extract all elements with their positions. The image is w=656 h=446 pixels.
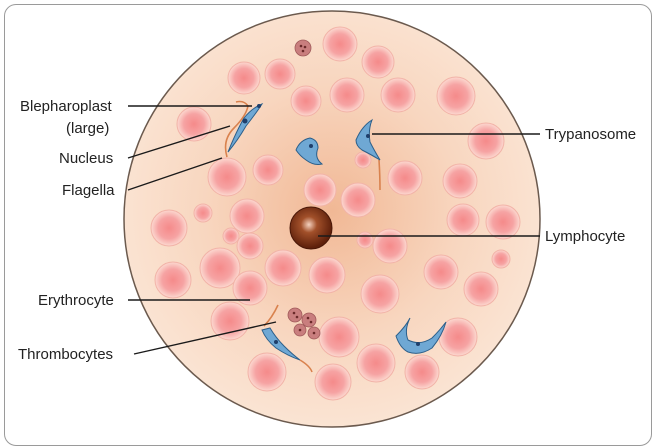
erythrocyte [211,302,249,340]
erythrocyte [341,183,375,217]
erythrocyte [405,355,439,389]
small-erythrocyte [355,152,371,168]
erythrocyte [486,205,520,239]
erythrocyte [228,62,260,94]
small-erythrocyte [223,228,239,244]
erythrocyte [151,210,187,246]
erythrocyte [253,155,283,185]
erythrocyte [265,250,301,286]
blood-smear-diagram: Blepharoplast (large) Nucleus Flagella E… [0,0,656,429]
erythrocyte [443,164,477,198]
erythrocyte [361,275,399,313]
erythrocyte [319,317,359,357]
erythrocyte [315,364,351,400]
small-erythrocyte [492,250,510,268]
erythrocyte [437,77,475,115]
erythrocyte [230,199,264,233]
erythrocyte [177,107,211,141]
erythrocyte [323,27,357,61]
erythrocyte [357,344,395,382]
erythrocyte [265,59,295,89]
small-erythrocyte [357,232,373,248]
label-blepharoplast-large: (large) [66,120,109,137]
label-nucleus: Nucleus [59,150,113,167]
erythrocyte [330,78,364,112]
erythrocyte [304,174,336,206]
erythrocyte [291,86,321,116]
erythrocyte [424,255,458,289]
label-trypanosome: Trypanosome [545,126,636,143]
small-erythrocyte [194,204,212,222]
erythrocyte [208,158,246,196]
erythrocyte [155,262,191,298]
erythrocyte [381,78,415,112]
erythrocyte [468,123,504,159]
lymphocyte-cell [290,207,332,249]
label-blepharoplast: Blepharoplast [20,98,113,115]
erythrocyte [237,233,263,259]
erythrocyte [447,204,479,236]
erythrocyte [362,46,394,78]
erythrocyte [464,272,498,306]
label-lymphocyte: Lymphocyte [545,228,625,245]
erythrocyte [309,257,345,293]
erythrocyte [388,161,422,195]
label-thrombocytes: Thrombocytes [18,346,113,363]
label-flagella: Flagella [62,182,115,199]
label-erythrocyte: Erythrocyte [38,292,114,309]
erythrocyte [248,353,286,391]
erythrocyte [373,229,407,263]
